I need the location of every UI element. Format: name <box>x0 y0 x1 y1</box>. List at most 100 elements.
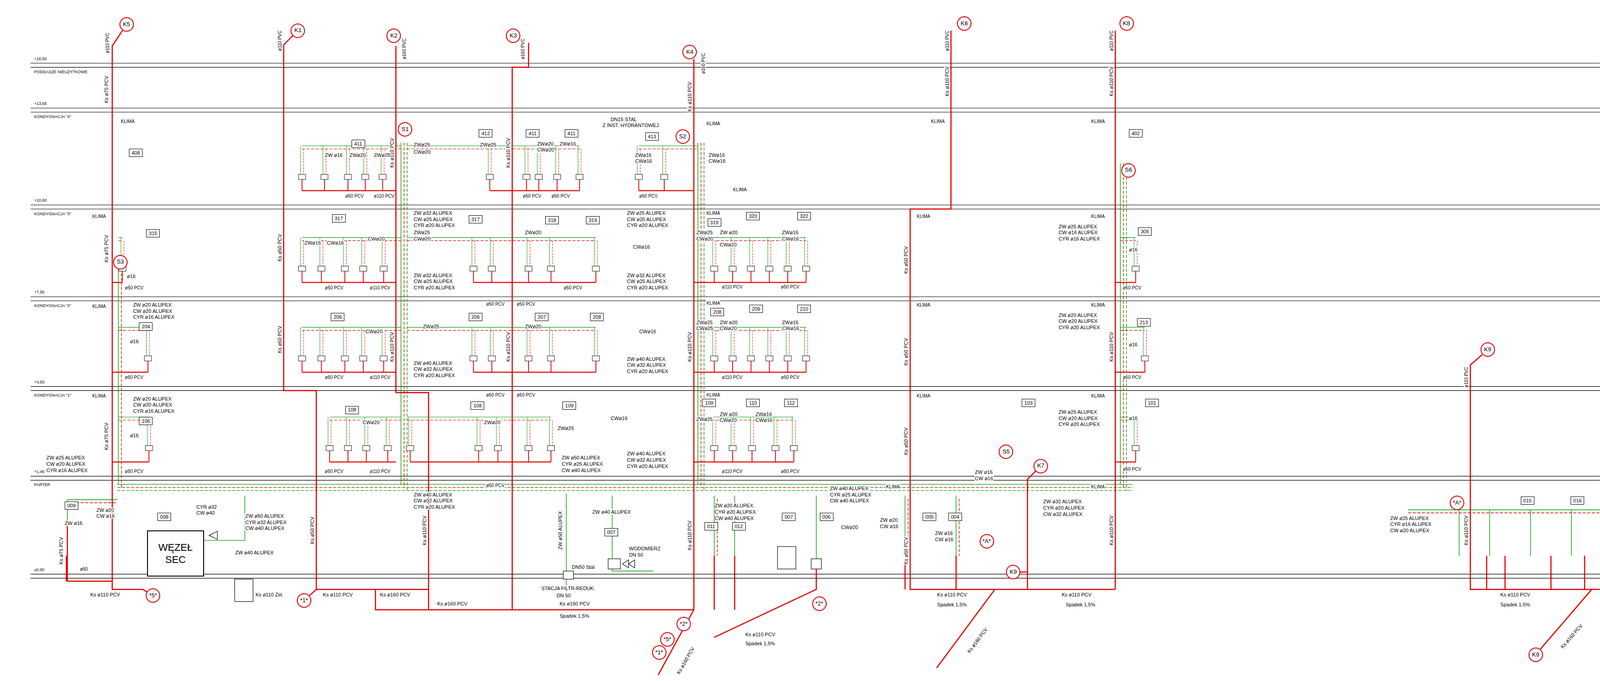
fixture-feed <box>555 145 556 175</box>
drawing-label: +7,55 <box>33 290 45 296</box>
waste-stem <box>768 271 770 283</box>
drawing-label: ø50 PCV <box>485 392 505 398</box>
drawing-label: ZW ø25 ALUPEX <box>626 210 667 216</box>
washbasin-symbol <box>747 266 755 272</box>
waste-stem <box>787 271 789 283</box>
node-text: *1* <box>655 649 663 657</box>
drawing-label: Ks ø75 PCV <box>103 234 109 264</box>
drawing-label: ø50 PCV <box>124 285 144 291</box>
washbasin-symbol <box>494 445 502 451</box>
node-text: 318 <box>547 217 557 224</box>
fixture-feed <box>363 145 364 175</box>
drawing-label: ZW ø40 ALUPEX <box>829 485 869 492</box>
drawing-label: ø16 <box>1128 247 1139 253</box>
floor-slab-line <box>30 386 1600 391</box>
drawing-label: CYR ø20 ALUPEX <box>626 463 669 469</box>
waste-stem <box>556 179 558 191</box>
drawing-label: ø110 PVC <box>1108 29 1114 52</box>
washbasin-symbol <box>341 356 349 362</box>
sewer-collector <box>375 589 695 610</box>
node-text: 012 <box>734 523 743 530</box>
drawing-label: CWø20 <box>719 325 738 332</box>
drawing-label: CWø20 <box>362 419 381 426</box>
room-number-box: 207 <box>534 313 549 322</box>
drawing-label: ZW ø40 ALUPEX <box>413 360 453 367</box>
washbasin-symbol <box>710 356 719 362</box>
waste-stem <box>147 361 149 373</box>
washbasin-symbol <box>298 356 306 362</box>
drawing-label: CW ø32 ALUPEX <box>1042 511 1083 517</box>
node-text: 209 <box>752 306 761 312</box>
washbasin-symbol <box>320 174 329 180</box>
drawing-label: +4,50 <box>33 380 45 386</box>
drawing-label: ZWø16 <box>708 152 726 158</box>
node-text: 320 <box>748 213 758 220</box>
fixture-feed <box>749 327 750 357</box>
waste-stem <box>538 179 540 191</box>
drawing-label: ø50 PCV <box>124 468 144 474</box>
drawing-label: ø160 PVC <box>700 52 706 75</box>
drawing-label: ø110 PCV <box>721 468 743 474</box>
drawing-label: +10,60 <box>33 198 48 204</box>
drawing-label: ZW ø40 ALUPEX <box>626 356 667 362</box>
drawing-label: CYR ø16 ALUPEX <box>1389 521 1432 528</box>
waste-stem <box>148 451 150 463</box>
drawing-label: KLIMA <box>885 484 900 490</box>
fixture-feed <box>552 330 553 357</box>
drawing-label: ø50 PCV <box>780 468 800 474</box>
drawing-label: Ks ø110 PCV <box>1463 515 1469 547</box>
callout-circle: S5 <box>998 444 1014 460</box>
waste-stem <box>320 271 322 283</box>
sewer-stack <box>909 30 1115 591</box>
waste-stem <box>768 361 770 373</box>
drawing-label: CWø16 <box>326 240 345 246</box>
washbasin-symbol <box>317 356 325 362</box>
drawing-label: ø110 PVC <box>1463 366 1469 389</box>
drawing-label: KLIMA <box>916 214 931 220</box>
drawing-label: CW ø40 ALUPEX <box>714 515 755 521</box>
drawing-label: KLIMA <box>1090 214 1106 220</box>
waste-stem <box>382 179 384 191</box>
branch-pipe <box>407 330 596 331</box>
room-number-box: 318 <box>545 216 559 225</box>
node-text: *5* <box>663 636 672 643</box>
room-number-box: 108 <box>345 406 359 415</box>
node-text: 006 <box>822 514 831 520</box>
drawing-label: Spadek 1,5% <box>744 641 776 647</box>
waste-stem <box>472 361 474 373</box>
room-number-box: 315 <box>146 229 160 238</box>
washbasin-symbol <box>524 266 533 272</box>
drawing-label: ZW ø20 <box>95 507 115 513</box>
drawing-label: Ks ø110 PCV <box>1061 592 1092 598</box>
branch-pipe <box>638 190 695 192</box>
node-text: K2 <box>390 32 398 39</box>
node-text: 112 <box>786 400 796 406</box>
fixture-feed <box>366 148 367 175</box>
fixture-feed <box>549 327 550 357</box>
drawing-label: CWø25 <box>695 325 714 332</box>
drawing-label: Ks ø75 PCV <box>58 536 64 566</box>
waste-stem <box>347 451 349 463</box>
drawing-label: WODOMIERZ <box>628 546 662 552</box>
drawing-label: CYR ø20 ALUPEX <box>1042 505 1086 511</box>
node-text: 213 <box>1139 319 1148 326</box>
node-text: 007 <box>607 529 616 536</box>
drawing-label: CWø20 <box>719 417 738 424</box>
drawing-label: CW ø40 ALUPEX <box>561 467 601 474</box>
node-text: S2 <box>679 133 687 140</box>
drawing-label: Ks ø50 PCV <box>903 427 909 457</box>
drawing-label: ZWø25 <box>413 142 431 148</box>
drawing-label: CW ø16 ALUPEX <box>1057 229 1098 236</box>
drawing-label: ZW ø40 ALUPEX <box>413 492 453 498</box>
drawing-label: KLIMA <box>732 187 748 193</box>
room-number-box: 411 <box>564 129 579 138</box>
drawing-label: ø50 PCV <box>124 375 144 381</box>
fixture-feed <box>752 240 753 267</box>
waste-stem <box>323 179 325 191</box>
branch-pipe <box>1115 461 1136 463</box>
drawing-label: Spadek 1,5% <box>1500 602 1531 608</box>
drawing-label: Ks ø50 PCV <box>903 246 909 275</box>
branch-pipe <box>407 417 552 418</box>
fixture-feed <box>322 240 324 267</box>
waste-stem <box>301 179 303 191</box>
